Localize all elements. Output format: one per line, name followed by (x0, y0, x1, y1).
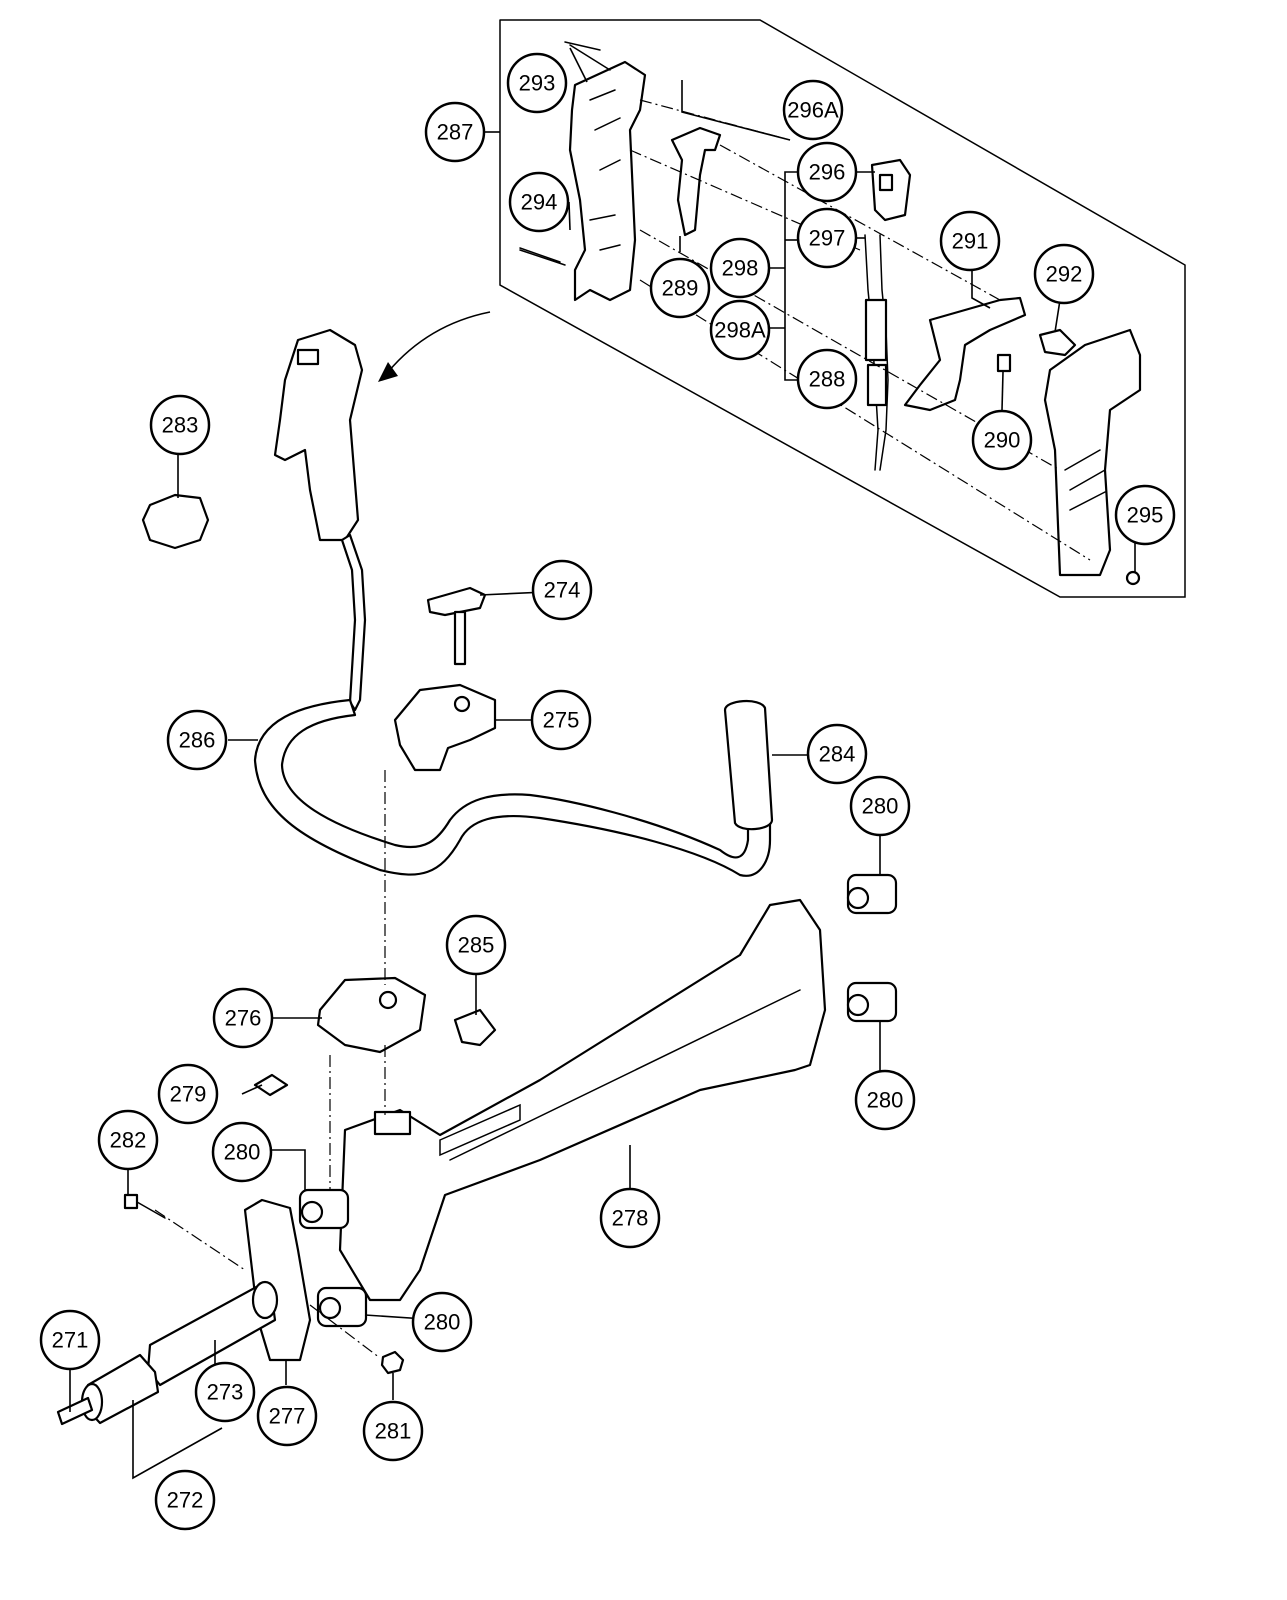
callout-297: 297 (796, 207, 858, 269)
callout-289: 289 (649, 257, 711, 319)
callout-290: 290 (971, 409, 1033, 471)
callout-277: 277 (256, 1385, 318, 1447)
svg-text:293: 293 (519, 71, 556, 96)
svg-text:280: 280 (862, 794, 899, 819)
damper-top-right (846, 873, 898, 915)
svg-text:280: 280 (224, 1140, 261, 1165)
svg-text:290: 290 (984, 428, 1021, 453)
handle-housing-outer (1043, 328, 1142, 577)
drive-tube (80, 1353, 160, 1425)
svg-text:278: 278 (612, 1206, 649, 1231)
trigger-spring (996, 353, 1012, 373)
damper-left (298, 1188, 350, 1230)
callout-287: 287 (424, 101, 486, 163)
svg-text:291: 291 (952, 229, 989, 254)
callout-280-top: 280 (849, 775, 911, 837)
hex-nut (380, 1350, 405, 1375)
upper-clamp (393, 683, 497, 772)
lock-button (1038, 328, 1077, 357)
svg-text:281: 281 (375, 1419, 412, 1444)
throttle-cable (340, 533, 367, 712)
lower-clamp (316, 976, 427, 1054)
callout-283: 283 (149, 394, 211, 456)
callout-298a: 298A (709, 299, 771, 361)
wiring-harness (864, 234, 889, 471)
svg-text:288: 288 (809, 367, 846, 392)
callout-274: 274 (531, 559, 593, 621)
callout-296: 296 (796, 141, 858, 203)
exploded-view-frame (499, 19, 1186, 598)
callout-294: 294 (508, 171, 570, 233)
stop-switch (870, 158, 912, 222)
svg-text:275: 275 (543, 708, 580, 733)
callout-285: 285 (445, 914, 507, 976)
square-nut (253, 1073, 289, 1097)
drive-shaft-end (56, 1396, 94, 1426)
callout-298: 298 (709, 237, 771, 299)
svg-text:280: 280 (424, 1310, 461, 1335)
svg-text:271: 271 (52, 1328, 89, 1353)
screw-293 (564, 41, 601, 51)
callout-278: 278 (599, 1187, 661, 1249)
shaft-housing (338, 898, 827, 1302)
svg-text:292: 292 (1046, 262, 1083, 287)
svg-text:289: 289 (662, 276, 699, 301)
svg-text:294: 294 (521, 190, 558, 215)
callout-280-bottom: 280 (411, 1291, 473, 1353)
callout-281: 281 (362, 1400, 424, 1462)
svg-text:296: 296 (809, 160, 846, 185)
svg-text:284: 284 (819, 742, 856, 767)
assembly-arrow (378, 311, 491, 382)
svg-text:297: 297 (809, 226, 846, 251)
svg-text:285: 285 (458, 933, 495, 958)
svg-text:274: 274 (544, 578, 581, 603)
svg-text:287: 287 (437, 120, 474, 145)
screw-295 (1125, 570, 1141, 586)
callout-295: 295 (1114, 484, 1176, 546)
damper-bottom (316, 1286, 368, 1328)
svg-text:296A: 296A (787, 98, 839, 123)
svg-text:273: 273 (207, 1380, 244, 1405)
callout-284: 284 (806, 723, 868, 785)
svg-text:295: 295 (1127, 503, 1164, 528)
svg-text:283: 283 (162, 413, 199, 438)
handlebar (253, 698, 772, 877)
assembled-throttle-handle (273, 328, 364, 542)
callout-275: 275 (530, 689, 592, 751)
callout-291: 291 (939, 210, 1001, 272)
callout-280-right: 280 (854, 1069, 916, 1131)
callout-292: 292 (1033, 243, 1095, 305)
callout-273: 273 (194, 1361, 256, 1423)
svg-text:277: 277 (269, 1404, 306, 1429)
svg-text:280: 280 (867, 1088, 904, 1113)
bolt (123, 1193, 166, 1219)
throttle-trigger (903, 296, 1027, 412)
svg-text:276: 276 (225, 1006, 262, 1031)
callout-286: 286 (166, 709, 228, 771)
callout-280-left: 280 (211, 1121, 273, 1183)
callout-276: 276 (212, 987, 274, 1049)
wire-clip (453, 1008, 497, 1047)
svg-text:298: 298 (722, 256, 759, 281)
throttle-lock-lever (670, 126, 722, 237)
callout-272: 272 (154, 1469, 216, 1531)
callout-288: 288 (796, 348, 858, 410)
callout-279: 279 (157, 1063, 219, 1125)
handle-housing-half (519, 44, 647, 302)
svg-text:282: 282 (110, 1128, 147, 1153)
cable-clip (141, 493, 210, 550)
callout-293: 293 (506, 52, 568, 114)
svg-text:279: 279 (170, 1082, 207, 1107)
callout-282: 282 (97, 1109, 159, 1171)
handlebar-grip (723, 700, 774, 831)
clamp-knob (426, 586, 487, 666)
damper-right (846, 981, 898, 1023)
svg-text:298A: 298A (714, 318, 766, 343)
callout-271: 271 (39, 1309, 101, 1371)
callout-296a: 296A (782, 79, 844, 141)
screw-294 (519, 247, 561, 263)
svg-text:272: 272 (167, 1488, 204, 1513)
svg-text:286: 286 (179, 728, 216, 753)
